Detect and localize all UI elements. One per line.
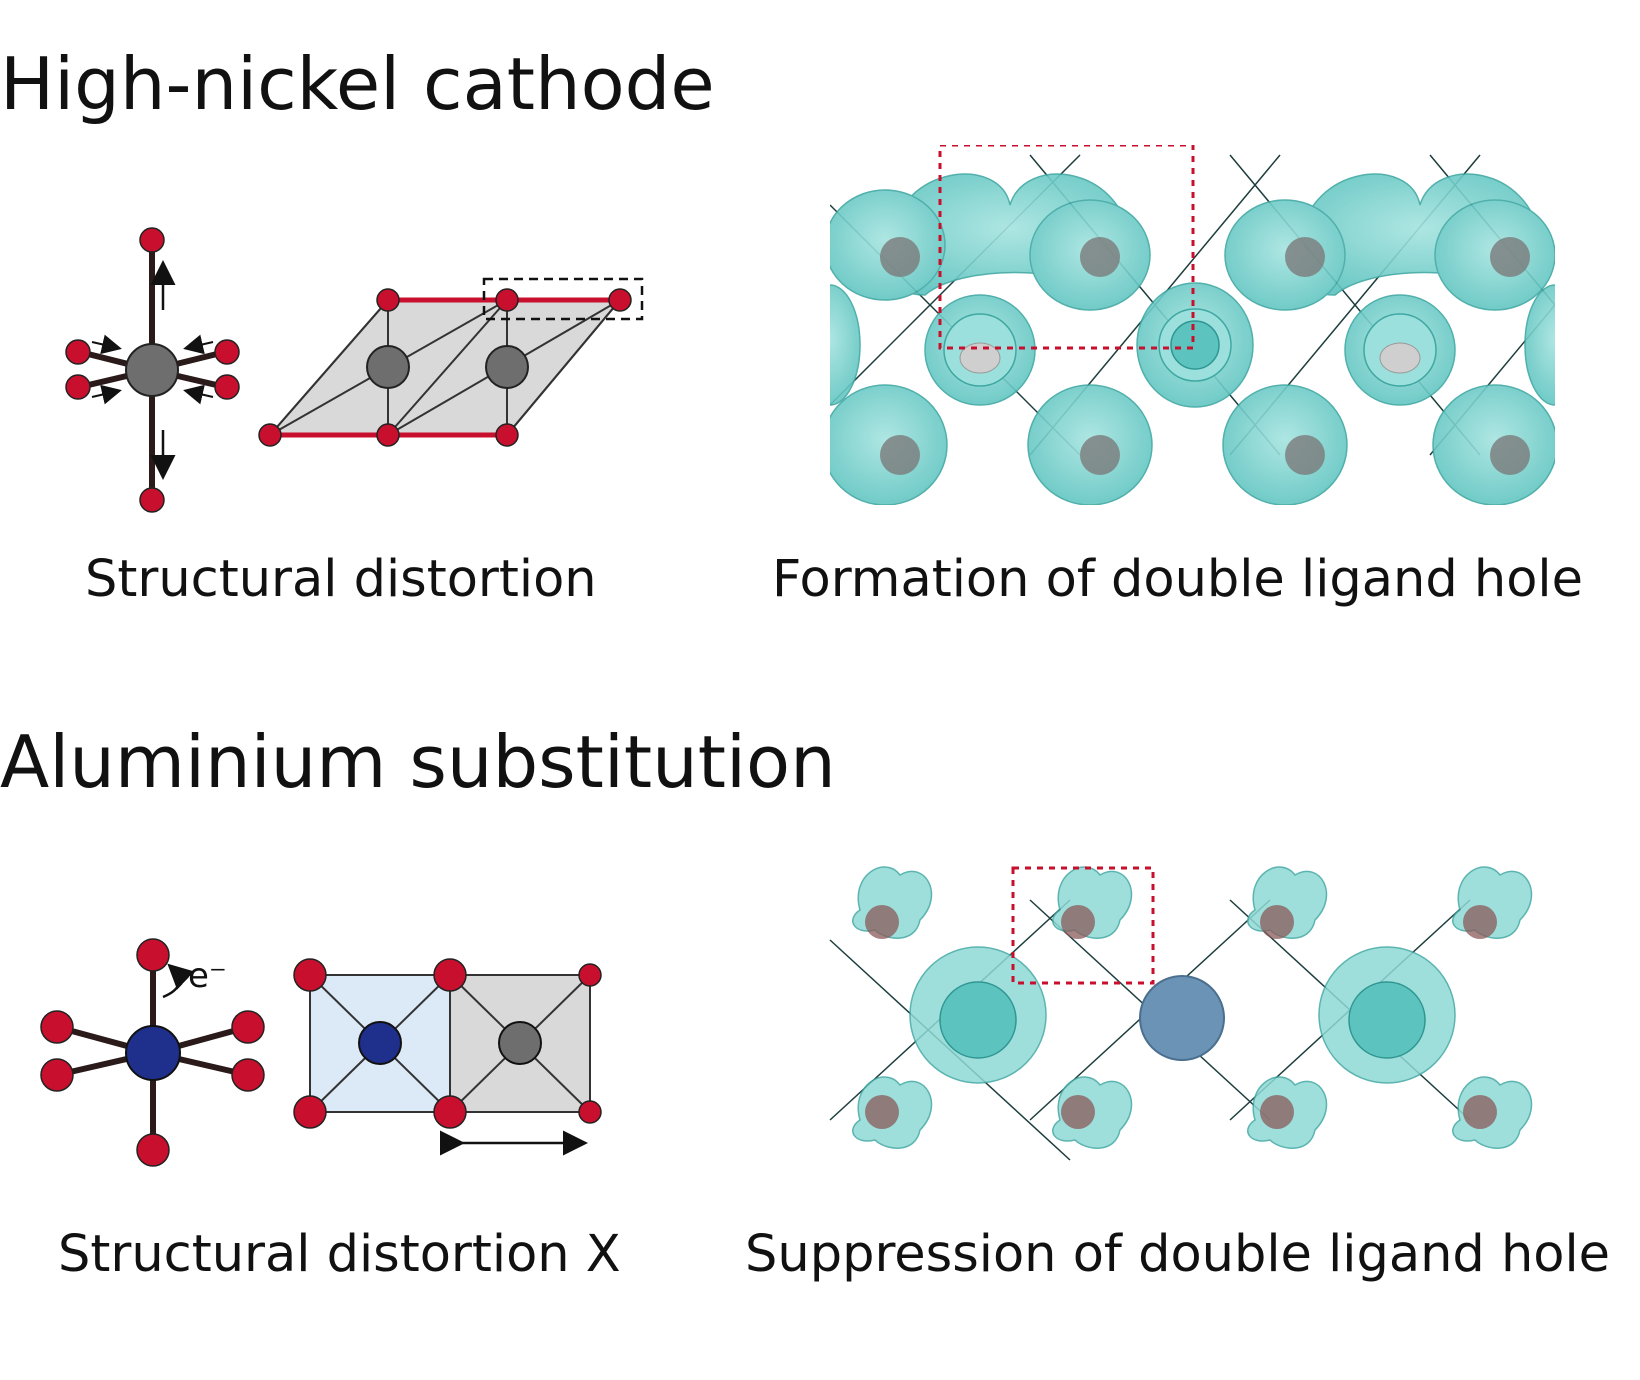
oxygen-atom — [65, 374, 91, 400]
section-title-high-nickel: High-nickel cathode — [0, 42, 715, 126]
oxygen-atom — [139, 227, 165, 253]
aluminium-atom — [125, 1025, 181, 1081]
caption-formation-double-ligand-hole: Formation of double ligand hole — [772, 550, 1583, 609]
al-octahedron-diagram: e⁻ — [40, 938, 602, 1167]
oxygen-atom — [139, 487, 165, 513]
caption-structural-distortion: Structural distortion — [85, 550, 597, 609]
nickel-atom — [125, 343, 179, 397]
undistorted-lattice — [293, 958, 602, 1156]
oxygen-atom — [65, 339, 91, 365]
oxygen-atom — [214, 374, 240, 400]
section-title-aluminium: Aluminium substitution — [0, 720, 836, 804]
oxygen-atom — [214, 339, 240, 365]
electron-transfer-arrow — [162, 963, 195, 999]
charge-density-map — [829, 866, 1533, 1161]
distorted-lattice — [258, 277, 644, 447]
caption-structural-distortion-x: Structural distortion X — [58, 1225, 621, 1284]
caption-suppression-double-ligand-hole: Suppression of double ligand hole — [745, 1225, 1611, 1284]
highlight-box — [482, 277, 644, 321]
highlight-box — [1011, 866, 1155, 985]
ni-octahedron-diagram — [65, 227, 644, 513]
aluminium-atom — [1139, 975, 1225, 1061]
electron-label: e⁻ — [188, 956, 227, 996]
charge-density-map — [830, 145, 1555, 505]
